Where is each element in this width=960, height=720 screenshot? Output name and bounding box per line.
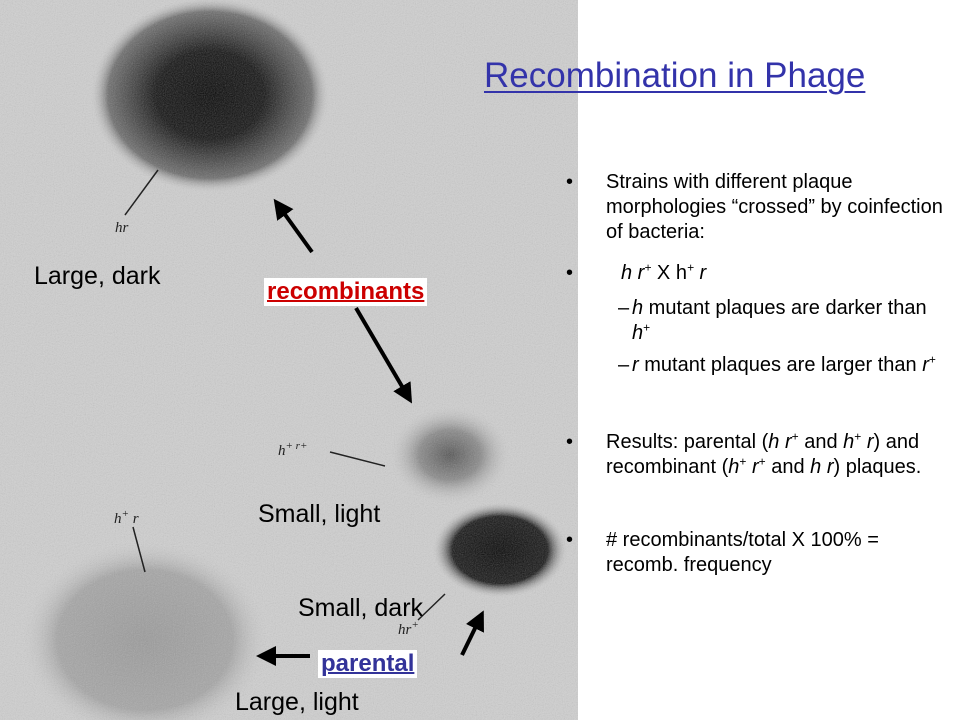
bullet-dot: • xyxy=(566,431,574,453)
bullet-strains: • Strains with different plaque morpholo… xyxy=(566,171,943,243)
tag-h-plus-r: h+ r xyxy=(114,508,139,527)
bullet-cross: • h r+ X h+ r xyxy=(566,260,707,284)
arrow-to-small-dark xyxy=(460,610,484,656)
arrow-to-large-dark xyxy=(273,198,314,254)
sub-bullet-h: – h mutant plaques are darker than h+ xyxy=(618,297,927,344)
label-small-dark: Small, dark xyxy=(298,594,424,622)
plaque-photo: hr h+ r+ h+ r hr+ Large, dark Small, lig… xyxy=(0,0,578,720)
tag-hr-top: hr xyxy=(115,220,129,236)
sub-bullet-r: – r mutant plaques are larger than r+ xyxy=(618,352,936,376)
bullet-dot: • xyxy=(566,171,574,193)
bullet-dot: • xyxy=(566,262,574,284)
tag-h-plus-r-plus: h+ r+ xyxy=(278,440,307,459)
label-large-light: Large, light xyxy=(235,688,359,716)
arrow-to-small-light xyxy=(354,306,413,404)
recombinants-label: recombinants xyxy=(264,278,428,306)
plaque-illustration: hr h+ r+ h+ r hr+ xyxy=(0,0,578,720)
tag-hr-plus: hr+ xyxy=(398,619,419,638)
parental-label: parental xyxy=(318,650,418,678)
bullet-dot: • xyxy=(566,529,574,551)
bullet-list: • Strains with different plaque morpholo… xyxy=(566,170,946,578)
label-small-light: Small, light xyxy=(258,500,381,528)
label-large-dark: Large, dark xyxy=(34,262,161,290)
bullet-frequency: • # recombinants/total X 100% = recomb. … xyxy=(566,529,879,576)
slide-title: Recombination in Phage xyxy=(484,56,866,95)
bullet-results: • Results: parental (h r+ and h+ r) and … xyxy=(566,429,922,478)
